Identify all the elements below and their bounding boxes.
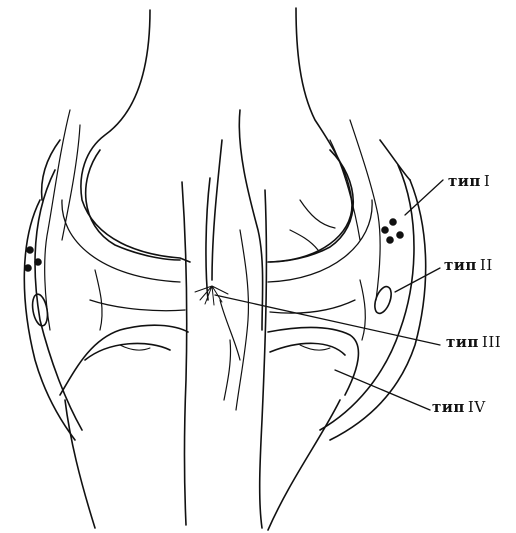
femur xyxy=(81,8,353,262)
label-type-1-numeral: I xyxy=(484,172,490,190)
label-type-2-word: тип xyxy=(444,256,477,274)
label-type-3-numeral: III xyxy=(482,333,501,351)
label-type-3-word: тип xyxy=(446,333,479,351)
label-type-4-numeral: IV xyxy=(468,398,486,416)
cartilage xyxy=(62,200,372,313)
cruciate-ligaments xyxy=(182,110,266,528)
receptor-type-3 xyxy=(195,286,228,305)
label-type-4-word: тип xyxy=(432,398,465,416)
label-type-1-word: тип xyxy=(448,172,481,190)
label-type-2-numeral: II xyxy=(480,256,493,274)
receptor-type-4 xyxy=(120,345,330,350)
tibia xyxy=(60,325,358,530)
